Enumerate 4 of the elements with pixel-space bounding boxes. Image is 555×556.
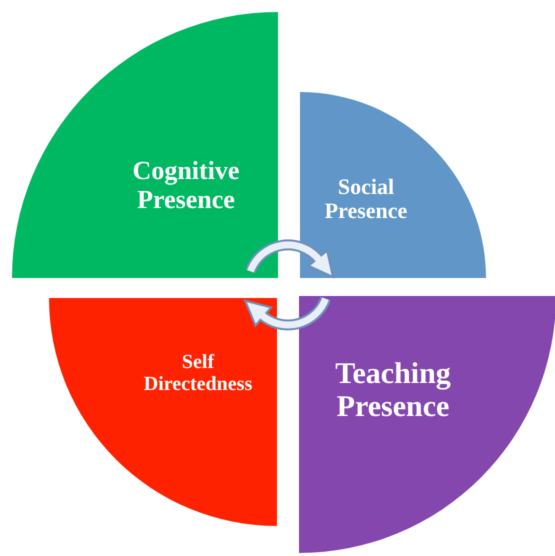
quadrant-label: Social Presence: [324, 174, 408, 224]
quadrant-label: Self Directedness: [142, 351, 254, 395]
quadrant-label: Cognitive Presence: [132, 157, 240, 215]
quadrant-label: Teaching Presence: [334, 357, 452, 423]
